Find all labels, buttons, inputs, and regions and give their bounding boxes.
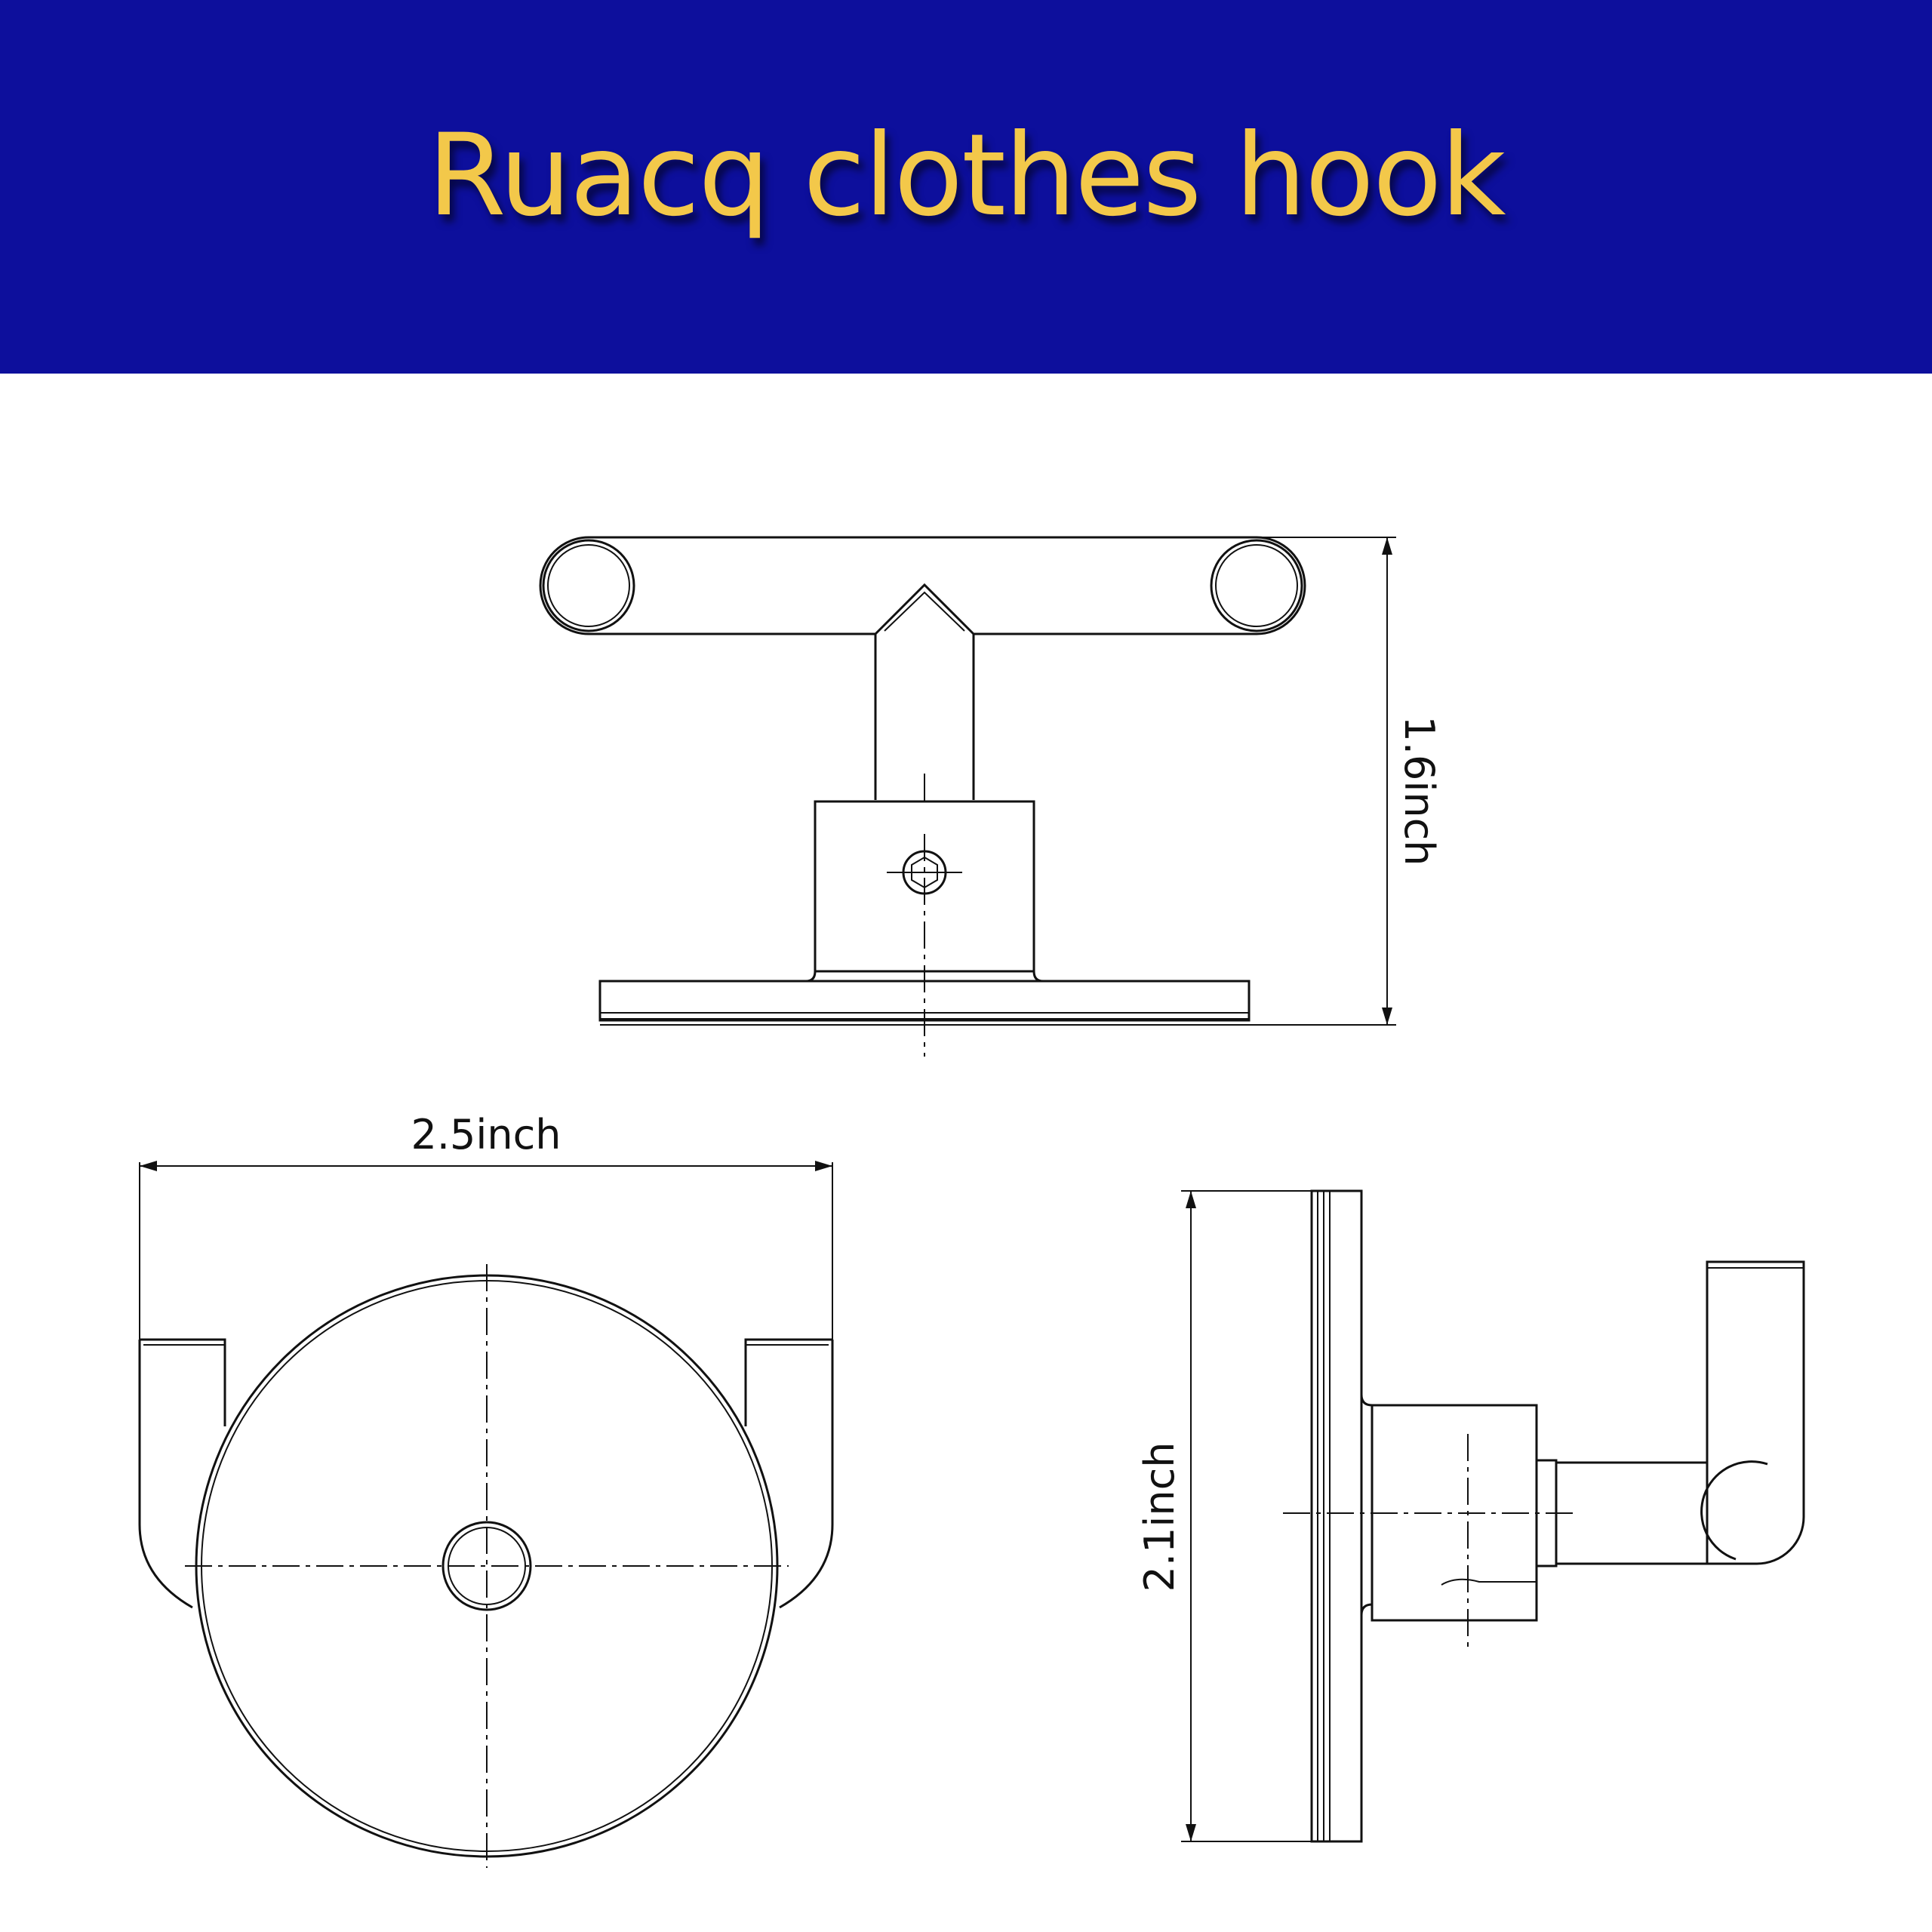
side-view: 2.1inch <box>1136 1189 1805 1843</box>
side-base-plate <box>1310 1189 1363 1843</box>
width-dimension-label: 2.5inch <box>411 1111 561 1158</box>
top-view: 1.6inch <box>539 536 1443 1057</box>
right-arm-end-circle <box>1210 539 1303 632</box>
height-dimension-label: 1.6inch <box>1395 715 1443 866</box>
depth-dimension-label: 2.1inch <box>1136 1441 1183 1592</box>
base-plate <box>598 980 1251 1022</box>
front-view: 2.5inch <box>138 1111 834 1868</box>
side-hook-upright <box>1706 1260 1805 1565</box>
center-hole <box>441 1521 532 1611</box>
title-banner <box>0 0 1932 374</box>
left-arm-end-circle <box>542 539 635 632</box>
page-title: Ruacq clothes hook <box>427 109 1506 242</box>
